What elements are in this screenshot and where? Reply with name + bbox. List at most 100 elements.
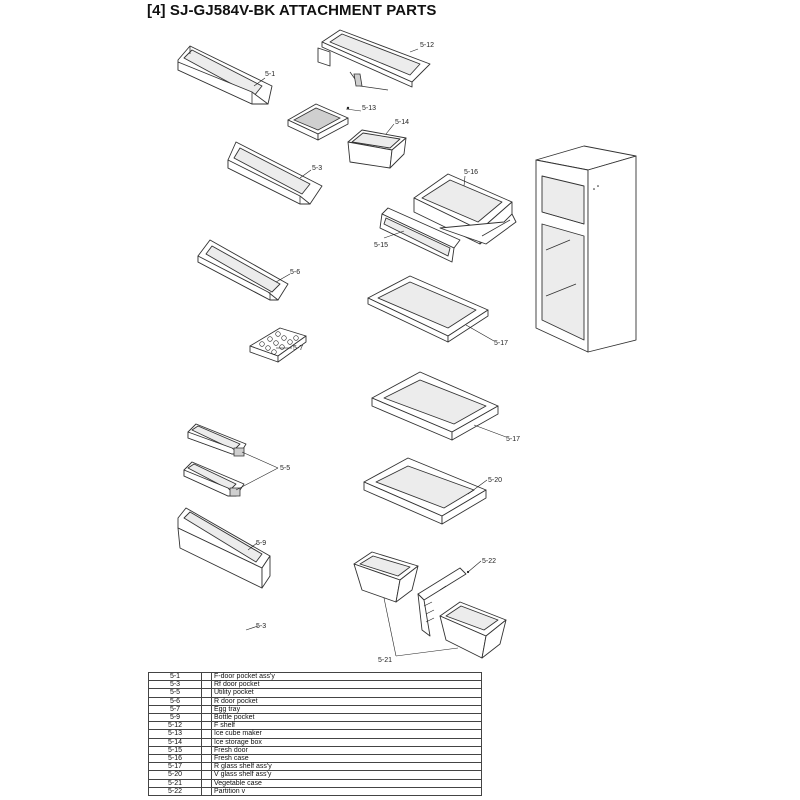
part-name: R door pocket [211, 696, 482, 706]
part-name: Ice storage box [211, 737, 482, 747]
part-f-shelf [317, 29, 431, 91]
part-ice-cube-maker [287, 103, 350, 141]
spacer-cell [201, 786, 212, 797]
part-number: 5-21 [148, 778, 202, 788]
part-name: Fresh door [211, 745, 482, 756]
part-name: V glass shelf ass'y [211, 770, 482, 780]
table-row: 5-5 Utility pocket [148, 688, 482, 698]
part-number: 5-3 [148, 680, 202, 690]
part-name: Partition v [211, 786, 482, 797]
table-row: 5-3 Rf door pocket [148, 680, 482, 690]
part-name: Fresh case [211, 754, 482, 764]
part-refrigerator-cabinet [535, 145, 637, 353]
part-utility-pocket-upper [187, 423, 247, 457]
part-number: 5-13 [148, 729, 202, 739]
callout-5-14: 5-14 [395, 119, 409, 126]
spacer-cell [201, 704, 212, 715]
part-ice-storage-box [347, 129, 407, 169]
spacer-cell [201, 754, 212, 764]
part-number: 5-6 [148, 696, 202, 706]
table-row: 5-6 R door pocket [148, 696, 482, 706]
callout-5-5: 5-5 [280, 465, 290, 472]
spacer-cell [201, 688, 212, 698]
parts-list-table: 5-1 F-door pocket ass'y 5-3 Rf door pocket… [148, 671, 482, 797]
leader-lines [235, 48, 507, 657]
part-number: 5-15 [148, 745, 202, 756]
part-name: Bottle pocket [211, 713, 482, 723]
part-bottle-pocket [177, 507, 271, 589]
callout-5-16: 5-16 [464, 169, 478, 176]
spacer-cell [201, 671, 212, 682]
table-row: 5-12 F shelf [148, 721, 482, 731]
part-number: 5-14 [148, 737, 202, 747]
part-r-glass-shelf-upper [367, 275, 489, 343]
table-row: 5-9 Bottle pocket [148, 713, 482, 723]
spacer-cell [201, 713, 212, 723]
spacer-cell [201, 696, 212, 706]
callout-5-1: 5-1 [265, 71, 275, 78]
spacer-cell [201, 737, 212, 747]
part-utility-pocket-lower [183, 461, 245, 497]
diagram-title: [4] SJ-GJ584V-BK ATTACHMENT PARTS [147, 2, 437, 19]
callout-5-12: 5-12 [420, 42, 434, 49]
part-name: Vegetable case [211, 778, 482, 788]
callout-5-13: 5-13 [362, 105, 376, 112]
spacer-cell [201, 745, 212, 756]
part-number: 5-7 [148, 704, 202, 715]
part-name: Rf door pocket [211, 680, 482, 690]
table-row: 5-21 Vegetable case [148, 778, 482, 788]
part-number: 5-1 [148, 671, 202, 682]
part-name: Utility pocket [211, 688, 482, 698]
part-number: 5-9 [148, 713, 202, 723]
part-name: R glass shelf ass'y [211, 762, 482, 772]
part-number: 5-17 [148, 762, 202, 772]
part-number: 5-20 [148, 770, 202, 780]
part-name: Egg tray [211, 704, 482, 715]
part-fresh-case [413, 173, 517, 245]
callout-5-21: 5-21 [378, 657, 392, 664]
part-number: 5-12 [148, 721, 202, 731]
callout-labels: 5-1 5-12 5-13 5-14 5-3 5-16 5-15 5-6 5-7… [256, 42, 520, 664]
part-v-glass-shelf [363, 457, 487, 525]
spacer-cell [201, 680, 212, 690]
table-row: 5-20 V glass shelf ass'y [148, 770, 482, 780]
spacer-cell [201, 770, 212, 780]
table-row: 5-17 R glass shelf ass'y [148, 762, 482, 772]
spacer-cell [201, 721, 212, 731]
callout-5-22: 5-22 [482, 558, 496, 565]
part-vegetable-case-left [353, 551, 419, 603]
part-r-glass-shelf-lower [371, 371, 499, 441]
callout-5-17-lower: 5-17 [506, 436, 520, 443]
part-f-door-pocket [177, 45, 273, 105]
callout-5-17-upper: 5-17 [494, 340, 508, 347]
callout-5-7: 5-7 [293, 345, 303, 352]
callout-5-15: 5-15 [374, 242, 388, 249]
table-row: 5-13 Ice cube maker [148, 729, 482, 739]
callout-5-6: 5-6 [290, 269, 300, 276]
part-number: 5-16 [148, 754, 202, 764]
exploded-parts-diagram: 5-1 5-12 5-13 5-14 5-3 5-16 5-15 5-6 5-7… [177, 29, 637, 664]
callout-5-3-lower: 5-3 [256, 623, 266, 630]
spacer-cell [201, 729, 212, 739]
part-egg-tray [249, 327, 307, 363]
part-name: F-door pocket ass'y [211, 671, 482, 682]
table-row: 5-1 F-door pocket ass'y [148, 671, 482, 682]
part-number: 5-5 [148, 688, 202, 698]
part-name: Ice cube maker [211, 729, 482, 739]
part-number: 5-22 [148, 786, 202, 797]
part-rf-door-pocket-upper [227, 141, 323, 205]
spacer-cell [201, 778, 212, 788]
table-row: 5-7 Egg tray [148, 704, 482, 715]
table-row: 5-15 Fresh door [148, 745, 482, 756]
part-fresh-door [379, 207, 461, 263]
callout-5-20: 5-20 [488, 477, 502, 484]
part-vegetable-case-right [439, 601, 507, 659]
table-row: 5-16 Fresh case [148, 754, 482, 764]
spacer-cell [201, 762, 212, 772]
callout-5-9: 5-9 [256, 540, 266, 547]
table-row: 5-22 Partition v [148, 786, 482, 797]
part-name: F shelf [211, 721, 482, 731]
callout-5-3-upper: 5-3 [312, 165, 322, 172]
part-r-door-pocket [197, 239, 289, 301]
table-row: 5-14 Ice storage box [148, 737, 482, 747]
